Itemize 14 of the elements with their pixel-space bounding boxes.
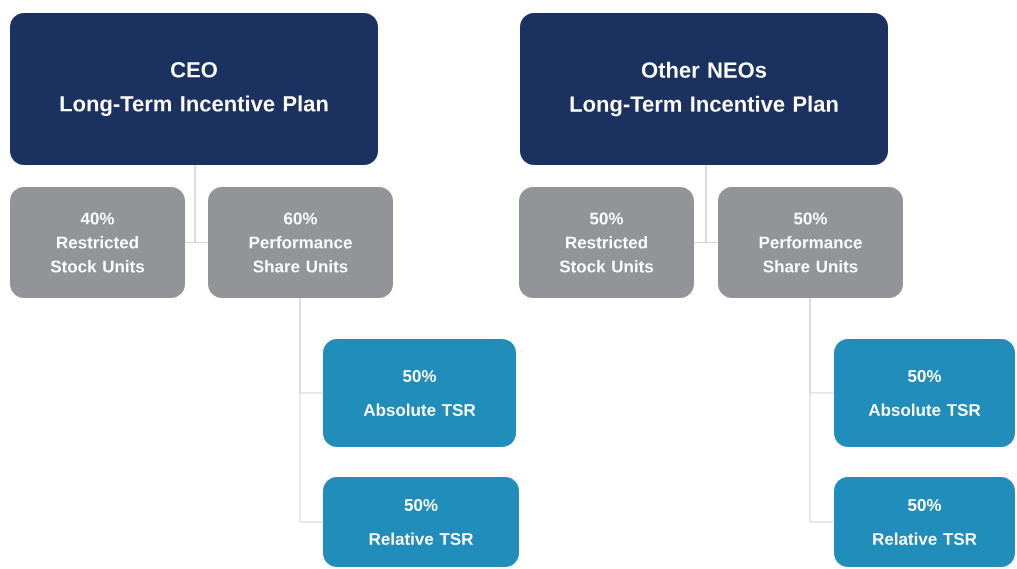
metric-box: 50% Absolute TSR — [323, 339, 516, 447]
connector-line — [299, 297, 324, 523]
top-box: Other NEOs Long-Term Incentive Plan — [520, 13, 888, 165]
category-box: 40% Restricted Stock Units — [10, 187, 185, 298]
connector-line — [809, 297, 835, 523]
category-box: 50% Restricted Stock Units — [519, 187, 694, 298]
metric-box: 50% Absolute TSR — [834, 339, 1015, 447]
metric-box: 50% Relative TSR — [834, 477, 1015, 567]
top-box: CEO Long-Term Incentive Plan — [10, 13, 378, 165]
metric-box: 50% Relative TSR — [323, 477, 519, 567]
connector-line — [194, 164, 209, 243]
connector-line — [705, 164, 719, 243]
category-box: 60% Performance Share Units — [208, 187, 393, 298]
category-box: 50% Performance Share Units — [718, 187, 903, 298]
